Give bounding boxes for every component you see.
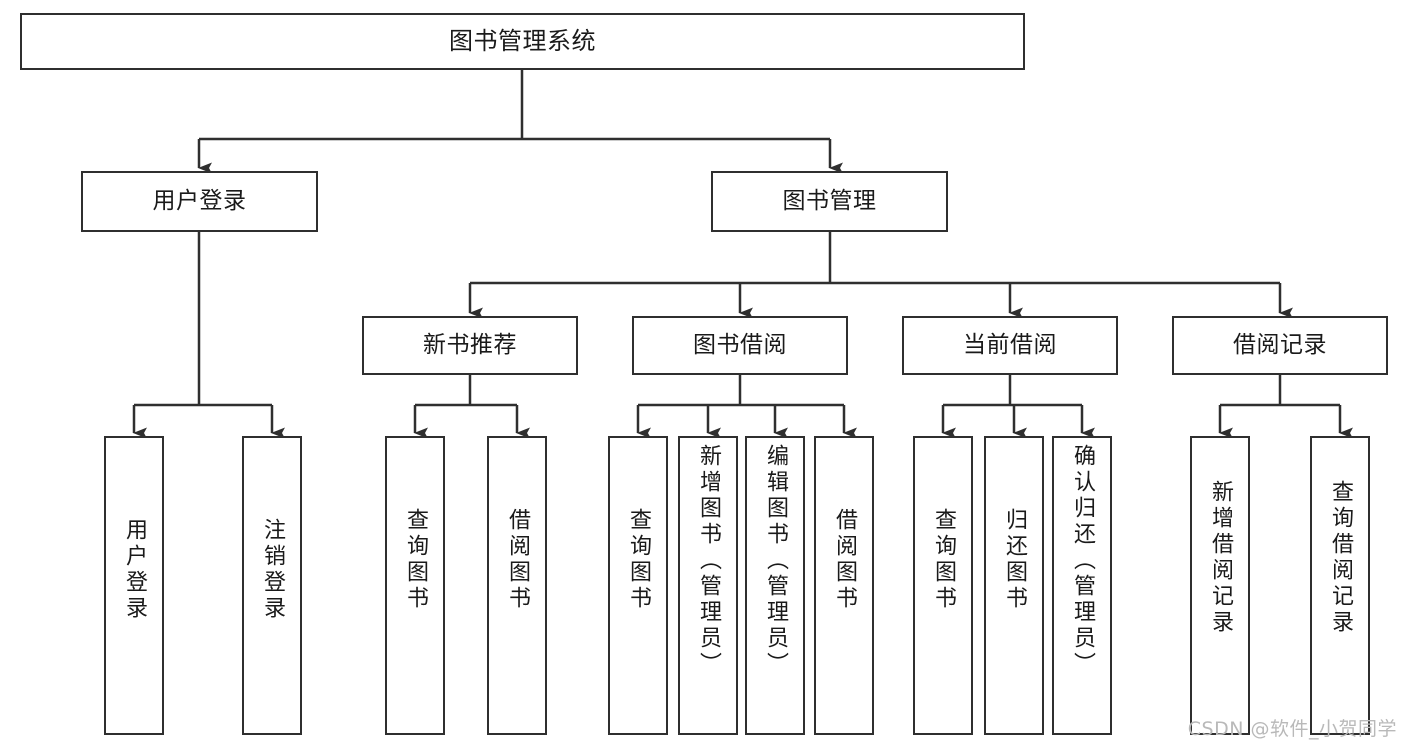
node-label: 借阅记录 xyxy=(1233,331,1327,358)
leaf-recommend-borrow-book[interactable]: 借阅图书 xyxy=(487,436,547,735)
node-label: 查询图书 xyxy=(626,508,651,612)
node-label: 新书推荐 xyxy=(423,331,517,358)
node-book-manage[interactable]: 图书管理 xyxy=(711,171,948,232)
node-label: 新增图书（管理员） xyxy=(696,444,721,678)
node-book-borrow[interactable]: 图书借阅 xyxy=(632,316,848,375)
leaf-borrow-book[interactable]: 借阅图书 xyxy=(814,436,874,735)
node-label: 图书管理 xyxy=(782,187,877,214)
leaf-user-logout[interactable]: 注销登录 xyxy=(242,436,302,735)
leaf-edit-book-admin[interactable]: 编辑图书（管理员） xyxy=(745,436,805,735)
node-user-login[interactable]: 用户登录 xyxy=(81,171,318,232)
node-label: 新增借阅记录 xyxy=(1208,480,1233,636)
leaf-confirm-return-admin[interactable]: 确认归还（管理员） xyxy=(1052,436,1112,735)
leaf-add-borrow-record[interactable]: 新增借阅记录 xyxy=(1190,436,1250,735)
leaf-borrow-query-book[interactable]: 查询图书 xyxy=(608,436,668,735)
node-label: 借阅图书 xyxy=(505,508,530,612)
leaf-current-query-book[interactable]: 查询图书 xyxy=(913,436,973,735)
node-label: 当前借阅 xyxy=(963,331,1057,358)
node-label: 借阅图书 xyxy=(832,508,857,612)
leaf-add-book-admin[interactable]: 新增图书（管理员） xyxy=(678,436,738,735)
node-label: 用户登录 xyxy=(122,518,147,622)
node-label: 编辑图书（管理员） xyxy=(763,444,788,678)
node-root-system[interactable]: 图书管理系统 xyxy=(20,13,1025,70)
csdn-watermark: CSDN @软件_小贺同学 xyxy=(1187,718,1397,740)
node-label: 查询图书 xyxy=(931,508,956,612)
node-borrow-record[interactable]: 借阅记录 xyxy=(1172,316,1388,375)
node-new-book-recommendation[interactable]: 新书推荐 xyxy=(362,316,578,375)
node-label: 注销登录 xyxy=(260,518,285,622)
node-current-borrow[interactable]: 当前借阅 xyxy=(902,316,1118,375)
node-label: 查询借阅记录 xyxy=(1328,480,1353,636)
node-label: 图书借阅 xyxy=(693,331,787,358)
node-label: 归还图书 xyxy=(1002,508,1027,612)
node-label: 查询图书 xyxy=(403,508,428,612)
node-label: 用户登录 xyxy=(152,187,247,214)
leaf-user-login[interactable]: 用户登录 xyxy=(104,436,164,735)
leaf-recommend-query-book[interactable]: 查询图书 xyxy=(385,436,445,735)
leaf-query-borrow-record[interactable]: 查询借阅记录 xyxy=(1310,436,1370,735)
node-label: 图书管理系统 xyxy=(449,27,596,56)
leaf-return-book[interactable]: 归还图书 xyxy=(984,436,1044,735)
node-label: 确认归还（管理员） xyxy=(1070,444,1095,678)
